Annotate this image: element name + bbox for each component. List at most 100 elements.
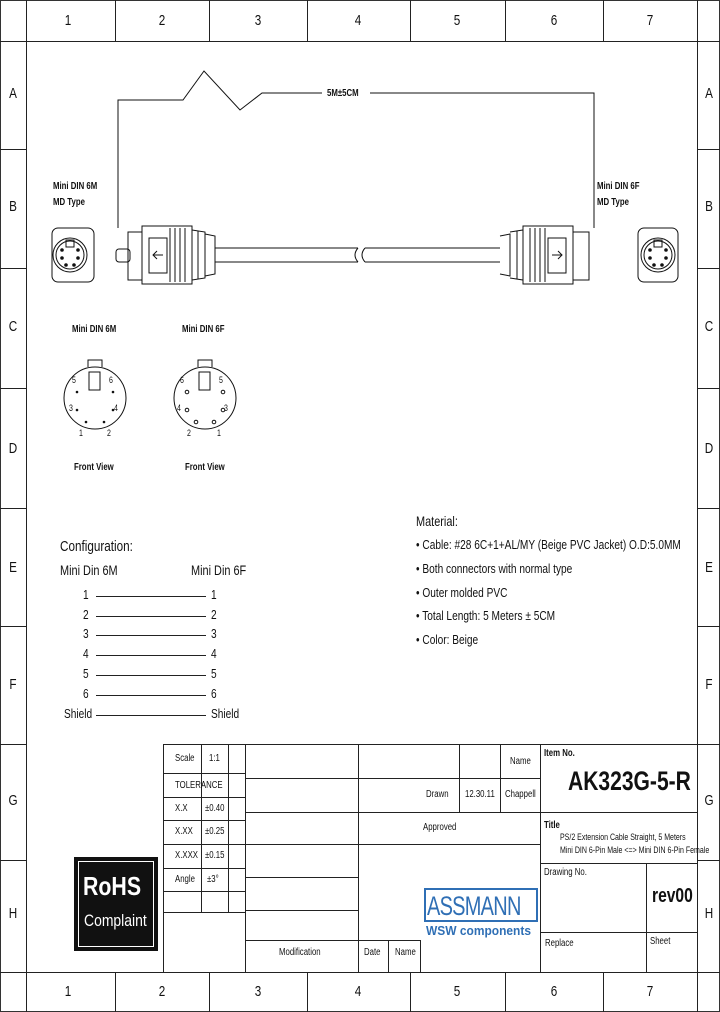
pin-label: 6 [180,375,184,385]
wire-right-pin: 6 [211,686,217,701]
wire-right-pin: 3 [211,626,217,641]
front-view-female-title: Mini DIN 6F [182,324,225,335]
title-line: Mini DIN 6-Pin Male <=> Mini DIN 6-Pin F… [560,845,710,855]
item-no-label: Item No. [544,748,575,759]
wire-left-pin: 3 [83,626,89,641]
name-label: Name [510,756,531,767]
pin-label: 5 [219,375,223,385]
rohs-badge: RoHS Complaint [74,857,158,951]
wire-left-pin: 1 [83,587,89,602]
drawn-name: Chappell [505,789,536,800]
tolerance-row-value: ±0.25 [205,826,225,837]
material-item: • Outer molded PVC [416,585,508,600]
drawing-no-label: Drawing No. [544,867,587,878]
configuration-right-header: Mini Din 6F [191,562,247,578]
configuration-heading: Configuration: [60,538,133,555]
frame-right-line [697,0,698,1012]
tolerance-row-label: X.XXX [175,850,198,861]
wire-left-pin: Shield [64,706,93,721]
wire-right-pin: 1 [211,587,217,602]
front-view-male [63,359,127,430]
drawn-date: 12.30.11 [465,789,495,800]
tolerance-row-label: X.X [175,803,188,814]
replace-label: Replace [545,938,574,949]
logo-brand: ASSMANN [427,891,521,921]
right-connector-end-view [637,227,679,283]
wire-line [96,616,206,617]
wire-left-pin: 4 [83,646,89,661]
front-view-female [173,359,237,430]
wire-line [96,596,206,597]
assmann-logo: ASSMANN WSW components [424,888,538,938]
front-view-female-caption: Front View [185,462,225,473]
pin-label: 2 [107,428,111,438]
cable-length-dimension: 5M±5CM [327,88,359,99]
wire-line [96,635,206,636]
tolerance-row-value: ±3° [207,874,219,885]
rohs-title: RoHS [83,871,142,901]
frame-top-line [0,41,720,42]
configuration-left-header: Mini Din 6M [60,562,118,578]
tolerance-row-label: X.XX [175,826,193,837]
name-label-bottom: Name [395,947,416,958]
date-label: Date [364,947,381,958]
frame-bottom-line [0,972,720,973]
material-item: • Both connectors with normal type [416,561,573,576]
approved-label: Approved [423,822,457,833]
left-connector-name: Mini DIN 6M [53,181,98,192]
dimension-line [117,70,322,228]
left-connector-end-view [51,227,95,283]
wire-left-pin: 5 [83,666,89,681]
pin-label: 1 [79,428,83,438]
revision: rev00 [652,885,693,907]
rohs-subtitle: Complaint [84,911,147,930]
wire-right-pin: Shield [211,706,240,721]
pin-label: 6 [109,375,113,385]
frame-left-line [26,0,27,1012]
material-item: • Color: Beige [416,632,479,647]
material-item: • Cable: #28 6C+1+AL/MY (Beige PVC Jacke… [416,537,681,552]
wire-left-pin: 6 [83,686,89,701]
tolerance-row-label: Angle [175,874,195,885]
pin-label: 4 [114,403,118,413]
sheet-label: Sheet [650,936,671,947]
front-view-pinouts [63,359,237,430]
pin-label: 2 [187,428,191,438]
cable-assembly-drawing [51,70,679,285]
material-item: • Total Length: 5 Meters ± 5CM [416,608,556,623]
tolerance-row-value: ±0.15 [205,850,225,861]
cable-body [215,247,500,263]
title-line: PS/2 Extension Cable Straight, 5 Meters [560,832,686,842]
wire-line [96,715,206,716]
tolerance-row-value: ±0.40 [205,803,225,814]
left-connector-type: MD Type [53,197,85,208]
scale-label: Scale [175,753,195,764]
title-label: Title [544,820,560,831]
material-heading: Material: [416,513,458,529]
pin-label: 4 [177,403,181,413]
pin-label: 3 [224,403,228,413]
left-connector-side-view [115,225,216,285]
pin-label: 1 [217,428,221,438]
wire-left-pin: 2 [83,607,89,622]
scale-value: 1:1 [209,753,220,764]
right-connector-name: Mini DIN 6F [597,181,640,192]
pin-label: 3 [69,403,73,413]
wire-right-pin: 4 [211,646,217,661]
wire-line [96,675,206,676]
dimension-line-right [370,92,595,228]
wire-right-pin: 5 [211,666,217,681]
wire-line [96,655,206,656]
front-view-male-title: Mini DIN 6M [72,324,117,335]
drawn-label: Drawn [426,789,449,800]
tolerance-label: TOLERANCE [175,780,223,791]
wire-right-pin: 2 [211,607,217,622]
modification-label: Modification [279,947,321,958]
front-view-male-caption: Front View [74,462,114,473]
wire-line [96,695,206,696]
item-number: AK323G-5-R [568,766,691,796]
right-connector-type: MD Type [597,197,629,208]
pin-label: 5 [72,375,76,385]
right-connector-side-view [499,225,590,285]
logo-tagline: WSW components [426,923,531,938]
